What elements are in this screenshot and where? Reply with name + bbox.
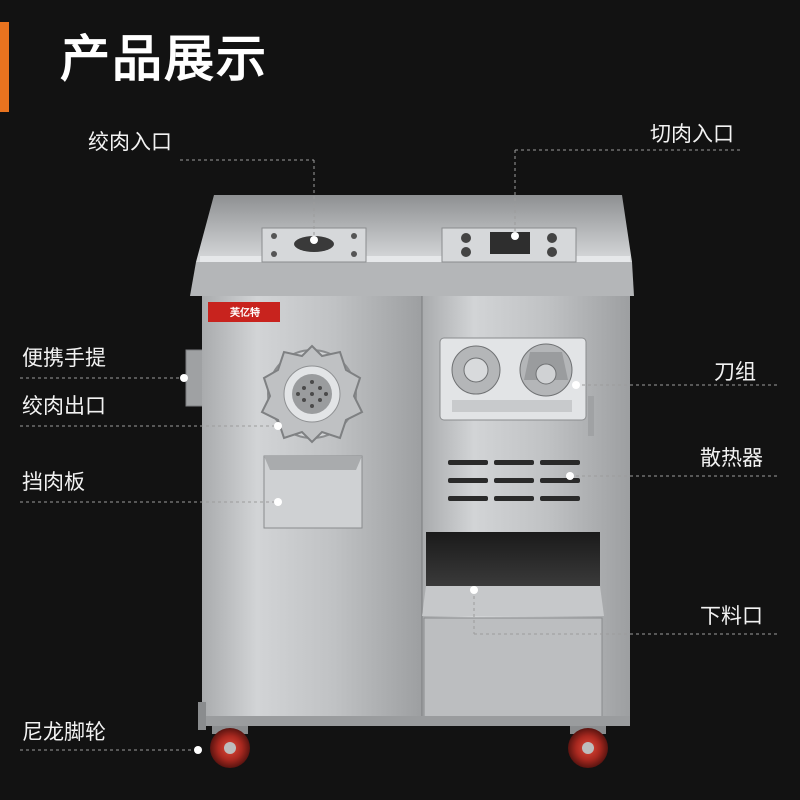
page-title: 产品展示 xyxy=(60,30,268,88)
blade-set-marker xyxy=(572,381,580,389)
mince-inlet-marker xyxy=(310,236,318,244)
handle-marker xyxy=(180,374,188,382)
discharge-marker xyxy=(470,586,478,594)
meat-guard-marker xyxy=(274,498,282,506)
label-heat-vent: 散热器 xyxy=(700,446,763,470)
label-handle: 便携手提 xyxy=(22,346,106,370)
cut-inlet-marker xyxy=(511,232,519,240)
caster-right xyxy=(568,726,608,768)
caster-marker xyxy=(194,746,202,754)
label-nylon-caster: 尼龙脚轮 xyxy=(22,720,106,744)
mincing-head xyxy=(260,344,364,444)
discharge-opening xyxy=(426,532,600,586)
caster-left xyxy=(210,726,250,768)
label-mince-outlet: 绞肉出口 xyxy=(22,394,106,418)
brand-logo: 芙亿特 xyxy=(229,306,260,319)
label-mince-inlet: 绞肉入口 xyxy=(88,130,172,154)
title-accent-bar xyxy=(0,22,9,112)
label-discharge: 下料口 xyxy=(700,604,763,628)
label-cut-inlet: 切肉入口 xyxy=(650,122,734,146)
label-blade-set: 刀组 xyxy=(714,360,756,384)
heat-vent-marker xyxy=(566,472,574,480)
label-meat-guard: 挡肉板 xyxy=(22,470,85,494)
mince-outlet-marker xyxy=(274,422,282,430)
